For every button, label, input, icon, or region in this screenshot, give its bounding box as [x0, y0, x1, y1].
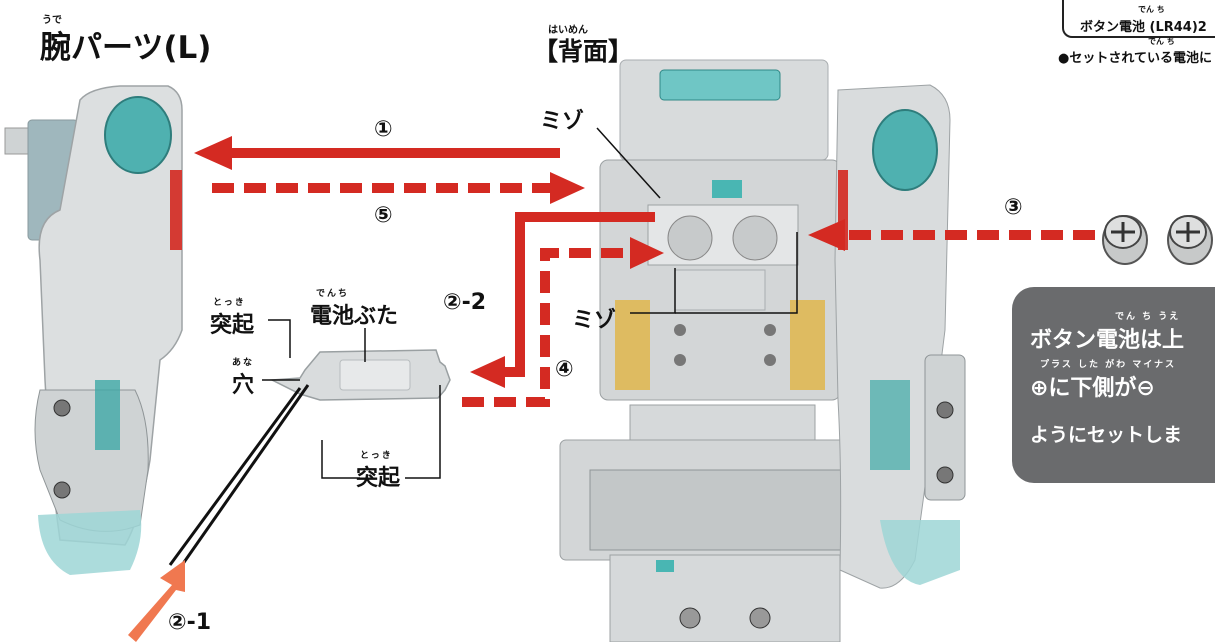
battery-cover-ruby: でんち	[316, 289, 350, 299]
step-1: ①	[374, 117, 393, 142]
tool-line	[168, 384, 310, 569]
panel-line3: ようにセットしま	[1030, 424, 1183, 446]
panel-line1-ruby: でん ち うえ	[1115, 312, 1181, 322]
step-2-1: ②-1	[168, 610, 212, 635]
panel-line2-ruby: プラス した がわ マイナス	[1040, 360, 1177, 370]
button-batteries	[1102, 215, 1213, 265]
mizo-label-lower: ミゾ	[572, 308, 617, 333]
battery-note: ●セットされている電池に	[1058, 51, 1212, 66]
leader-lines	[262, 127, 798, 479]
arrow-step-2-2	[470, 212, 655, 388]
arm-round-window	[104, 96, 172, 174]
tokki-left-label: 突起	[210, 313, 255, 338]
step-5: ⑤	[374, 203, 393, 228]
tokki-left-ruby: とっき	[213, 298, 246, 308]
step-4: ④	[555, 357, 574, 382]
arm-part-right	[834, 84, 966, 589]
arrow-step-3	[808, 219, 1095, 251]
back-title: 【背面】	[533, 37, 634, 66]
instruction-panel	[1012, 287, 1215, 483]
arm-parts-ruby: うで	[42, 15, 62, 26]
arm-part-left	[4, 85, 183, 575]
panel-line2: ⊕に下側が⊖	[1030, 376, 1155, 401]
arrow-step-4	[462, 237, 664, 407]
back-title-ruby: はいめん	[548, 25, 588, 36]
step-2-2: ②-2	[443, 290, 487, 315]
battery-cover	[269, 349, 451, 401]
arrow-step-1	[194, 136, 560, 170]
tokki-bottom-label: 突起	[356, 466, 401, 491]
battery-spec-box	[1062, 0, 1215, 38]
tokki-bottom-ruby: とっき	[360, 451, 393, 461]
battery-spec-text: ボタン電池 (LR44)2	[1080, 20, 1207, 35]
orange-arrow	[128, 560, 185, 642]
battery-spec-ruby: でん ち	[1138, 5, 1165, 14]
arrow-step-5	[212, 172, 585, 204]
ana-label: 穴	[232, 373, 255, 398]
step-3: ③	[1004, 195, 1023, 220]
battery-note-ruby: でん ち	[1148, 37, 1175, 46]
mizo-label-top: ミゾ	[540, 109, 585, 134]
ana-ruby: あな	[232, 358, 255, 368]
robot-back	[559, 59, 891, 642]
battery-cover-label: 電池ぶた	[310, 304, 399, 329]
arm-parts-title: 腕パーツ(L)	[40, 30, 212, 66]
panel-line1: ボタン電池は上	[1030, 328, 1185, 353]
